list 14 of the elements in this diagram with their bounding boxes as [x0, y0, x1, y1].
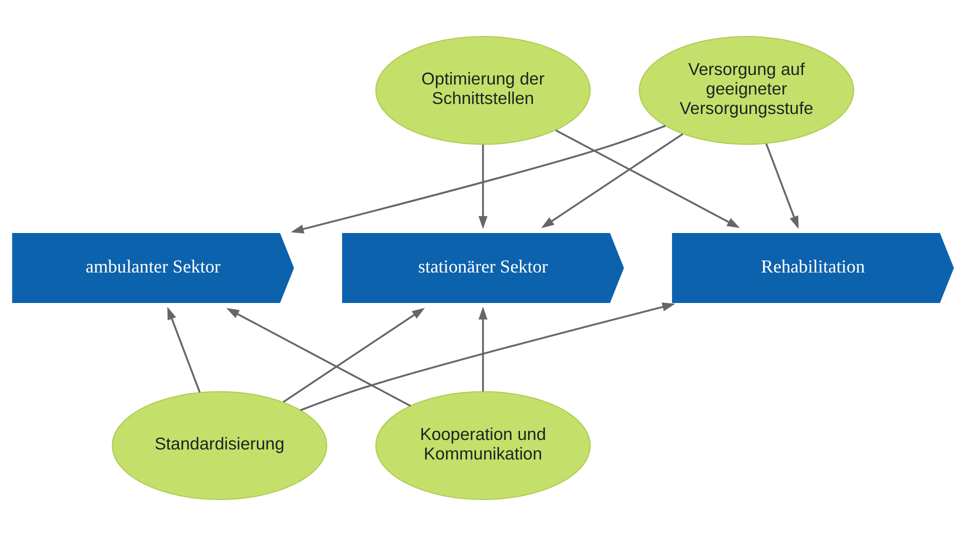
- arrow: [226, 308, 411, 407]
- arrow: [167, 306, 201, 393]
- node-ellipse: Kooperation und Kommunikation: [375, 391, 591, 500]
- arrow: [290, 124, 666, 234]
- arrow: [555, 129, 740, 228]
- node-ellipse: Optimierung der Schnittstellen: [375, 36, 591, 145]
- arrow: [478, 306, 488, 392]
- arrow: [765, 143, 799, 229]
- node-ellipse: Standardisierung: [112, 391, 328, 500]
- arrow: [300, 302, 676, 412]
- arrow: [282, 308, 425, 403]
- arrow: [541, 133, 684, 228]
- node-ellipse: Versorgung auf geeigneter Versorgungsstufe: [638, 36, 854, 145]
- arrow: [478, 144, 488, 229]
